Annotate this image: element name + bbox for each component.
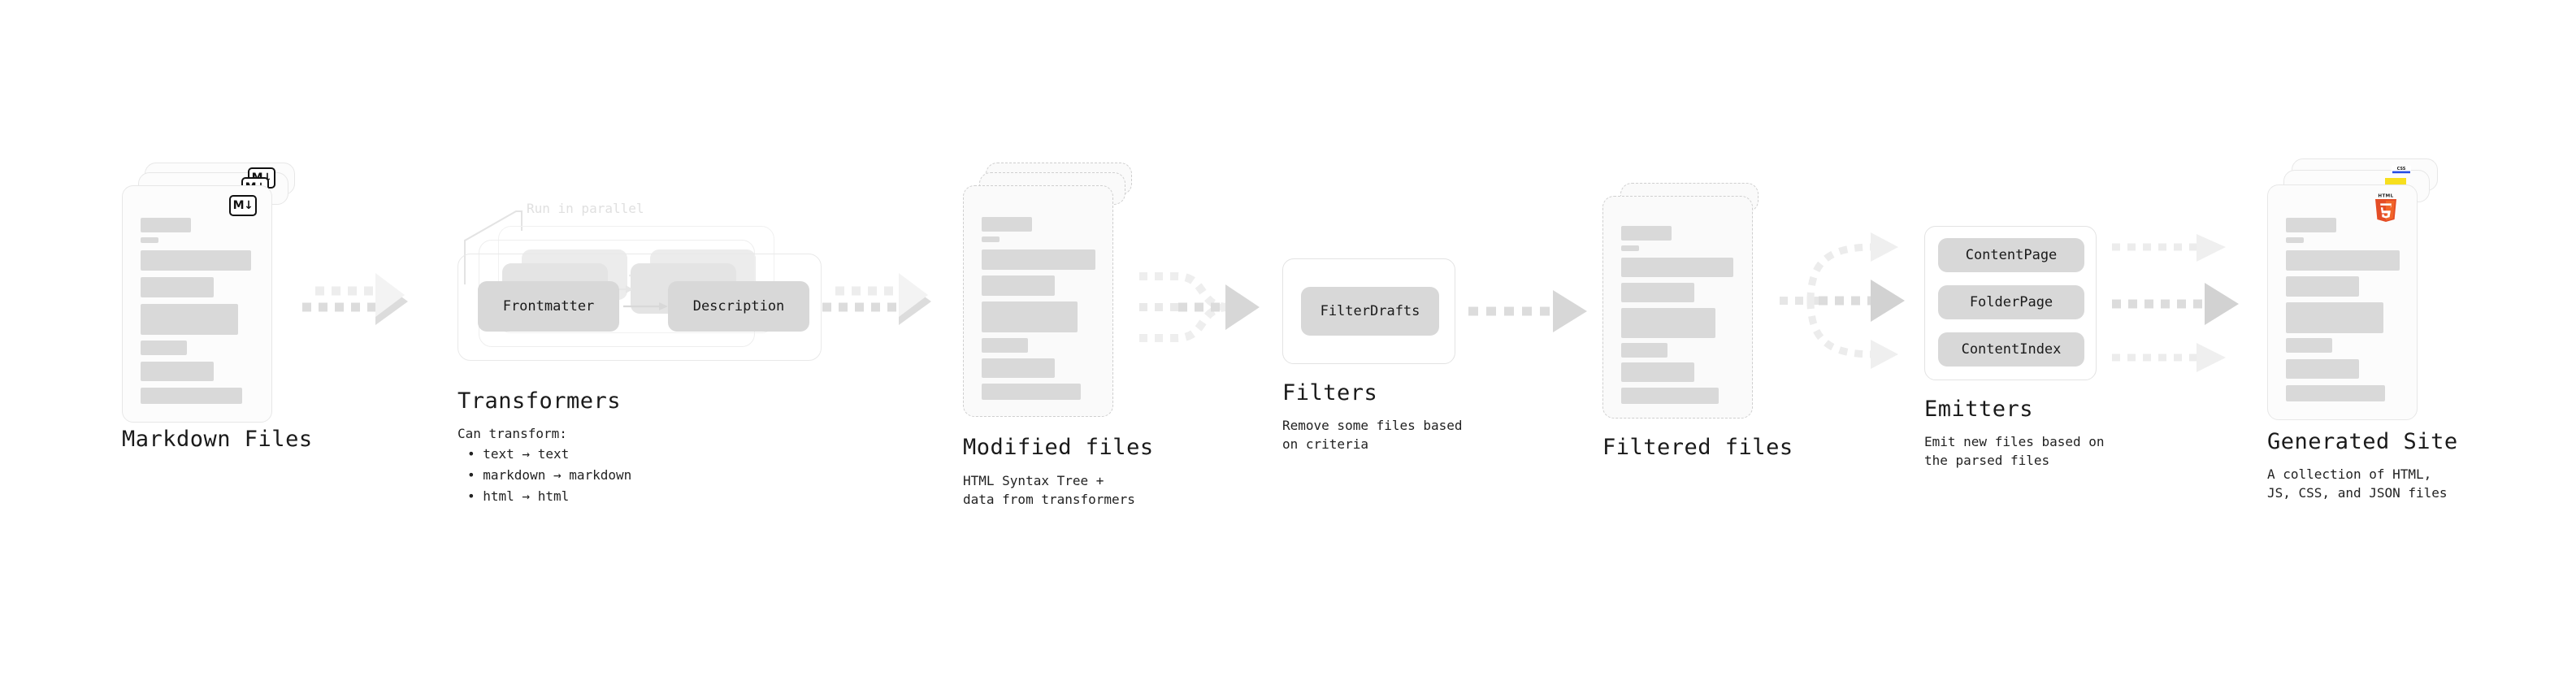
modified-files-card-stack: [963, 163, 1142, 431]
css-badge: CSS: [2392, 166, 2411, 174]
skeleton-bar: [982, 217, 1032, 232]
modified-files-description: HTML Syntax Tree + data from transformer…: [963, 473, 1135, 508]
stage-heading-filters: Filters: [1282, 380, 1378, 406]
skeleton-bar: [982, 275, 1055, 296]
filtered-card-front: [1602, 196, 1753, 419]
modified-card-front: [963, 185, 1113, 417]
skeleton-bar: [141, 362, 214, 381]
skeleton-bar: [141, 304, 238, 335]
skeleton-bar: [141, 340, 187, 355]
skeleton-bar: [1621, 226, 1672, 241]
emitter-chip-contentindex[interactable]: ContentIndex: [1938, 332, 2084, 367]
skeleton-bar: [982, 384, 1081, 400]
transformer-pill-description[interactable]: Description: [668, 281, 809, 332]
skeleton-bar: [141, 277, 214, 297]
skeleton-bar: [2286, 338, 2332, 353]
skeleton-bar: [982, 358, 1055, 378]
run-in-parallel-label: Run in parallel: [527, 201, 644, 216]
transformers-bullet-3: • html → html: [467, 488, 570, 504]
skeleton-bar: [2286, 218, 2336, 232]
skeleton-bar: [982, 301, 1078, 332]
skeleton-bar: [2286, 385, 2385, 401]
emitter-chip-contentpage[interactable]: ContentPage: [1938, 238, 2084, 272]
skeleton-bar: [141, 388, 242, 404]
html5-badge: HTML: [2375, 194, 2396, 222]
skeleton-bar: [1621, 258, 1733, 277]
generated-site-card-stack: CSS HTML: [2267, 158, 2454, 427]
arrow-modified-to-filters: [1138, 260, 1272, 349]
arrow-filters-to-filtered: [1467, 280, 1597, 345]
skeleton-bar: [141, 218, 191, 232]
stage-heading-markdown-files: Markdown Files: [122, 427, 313, 452]
skeleton-bar: [141, 237, 158, 243]
skeleton-bar: [2286, 302, 2383, 333]
skeleton-bar: [141, 250, 251, 271]
skeleton-bar: [1621, 245, 1639, 251]
markdown-badge: M↓: [229, 195, 257, 216]
transformers-bullet-1: • text → text: [467, 446, 570, 462]
skeleton-bar: [982, 236, 1000, 242]
arrow-emitters-to-site: [2109, 226, 2259, 380]
markdown-files-card-stack: M↓ M↓ M↓: [122, 163, 301, 423]
emitters-box: ContentPage FolderPage ContentIndex: [1924, 226, 2097, 380]
transformer-card-front: Frontmatter Description: [458, 254, 822, 361]
skeleton-bar: [2286, 250, 2400, 271]
skeleton-bar: [2286, 237, 2304, 243]
transformer-pill-frontmatter[interactable]: Frontmatter: [478, 281, 619, 332]
arrow-transformers-to-modified: [821, 268, 939, 333]
skeleton-bar: [1621, 283, 1694, 302]
skeleton-bar: [1621, 308, 1715, 338]
filters-description: Remove some files based on criteria: [1282, 418, 1463, 453]
stage-heading-filtered-files: Filtered files: [1602, 435, 1793, 460]
stage-heading-modified-files: Modified files: [963, 435, 1154, 460]
skeleton-bar: [2286, 276, 2359, 297]
skeleton-bar: [1621, 388, 1719, 404]
arrow-filtered-to-emitters: [1778, 226, 1924, 376]
transformers-bullet-2: • markdown → markdown: [467, 467, 632, 483]
transformers-group: Run in parallel Frontmatter Description: [443, 195, 825, 374]
filters-box: FilterDrafts: [1282, 258, 1455, 364]
markdown-card-front: M↓: [122, 185, 272, 423]
skeleton-bar: [1621, 343, 1667, 358]
skeleton-bar: [982, 249, 1095, 270]
stage-heading-generated-site: Generated Site: [2267, 429, 2458, 454]
stage-heading-transformers: Transformers: [458, 388, 622, 414]
generated-card-front: HTML: [2267, 184, 2418, 420]
stage-heading-emitters: Emitters: [1924, 397, 2034, 422]
skeleton-bar: [1621, 362, 1694, 382]
emitters-description: Emit new files based on the parsed files: [1924, 434, 2105, 469]
arrow-md-to-transformers: [301, 268, 414, 333]
emitter-chip-folderpage[interactable]: FolderPage: [1938, 285, 2084, 319]
generated-site-description: A collection of HTML, JS, CSS, and JSON …: [2267, 466, 2448, 501]
filter-chip-filterdrafts[interactable]: FilterDrafts: [1301, 287, 1439, 336]
skeleton-bar: [2286, 359, 2359, 379]
transformers-description: Can transform:: [458, 426, 567, 441]
skeleton-bar: [982, 338, 1028, 353]
svg-text:CSS: CSS: [2397, 167, 2406, 171]
filtered-files-card-stack: [1602, 183, 1781, 427]
svg-text:HTML: HTML: [2378, 194, 2393, 199]
